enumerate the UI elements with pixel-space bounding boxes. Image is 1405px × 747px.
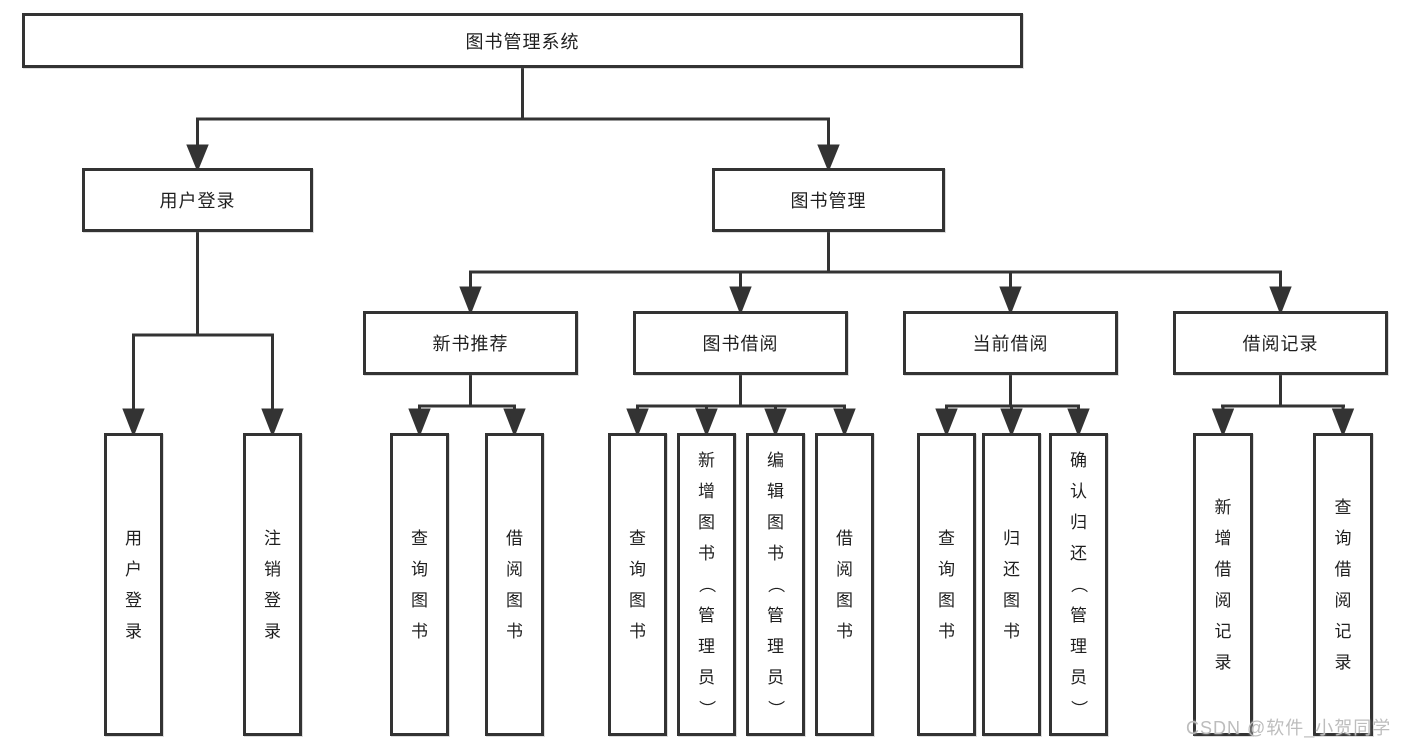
node-book-borrow: 图书借阅 [633, 311, 848, 375]
leaf-current-query-book: 查询图书 [917, 433, 976, 736]
node-current-borrow: 当前借阅 [903, 311, 1118, 375]
leaf-borrow-add-book-admin: 新增图书（管理员） [677, 433, 736, 736]
leaf-user-login: 用户登录 [104, 433, 163, 736]
leaf-borrow-edit-book-admin: 编辑图书（管理员） [746, 433, 805, 736]
leaf-records-add-record: 新增借阅记录 [1193, 433, 1253, 736]
leaf-recommend-borrow-book: 借阅图书 [485, 433, 544, 736]
leaf-current-confirm-return-admin: 确认归还（管理员） [1049, 433, 1108, 736]
csdn-watermark: CSDN @软件_小贺同学 [1186, 718, 1392, 738]
node-new-book-recommend: 新书推荐 [363, 311, 578, 375]
leaf-records-query-record: 查询借阅记录 [1313, 433, 1373, 736]
leaf-logout: 注销登录 [243, 433, 302, 736]
root-node-library-management-system: 图书管理系统 [22, 13, 1023, 68]
leaf-borrow-borrow-book: 借阅图书 [815, 433, 874, 736]
leaf-borrow-query-book: 查询图书 [608, 433, 667, 736]
node-borrow-records: 借阅记录 [1173, 311, 1388, 375]
leaf-recommend-query-book: 查询图书 [390, 433, 449, 736]
node-book-management: 图书管理 [712, 168, 945, 232]
node-user-login: 用户登录 [82, 168, 313, 232]
leaf-current-return-book: 归还图书 [982, 433, 1041, 736]
